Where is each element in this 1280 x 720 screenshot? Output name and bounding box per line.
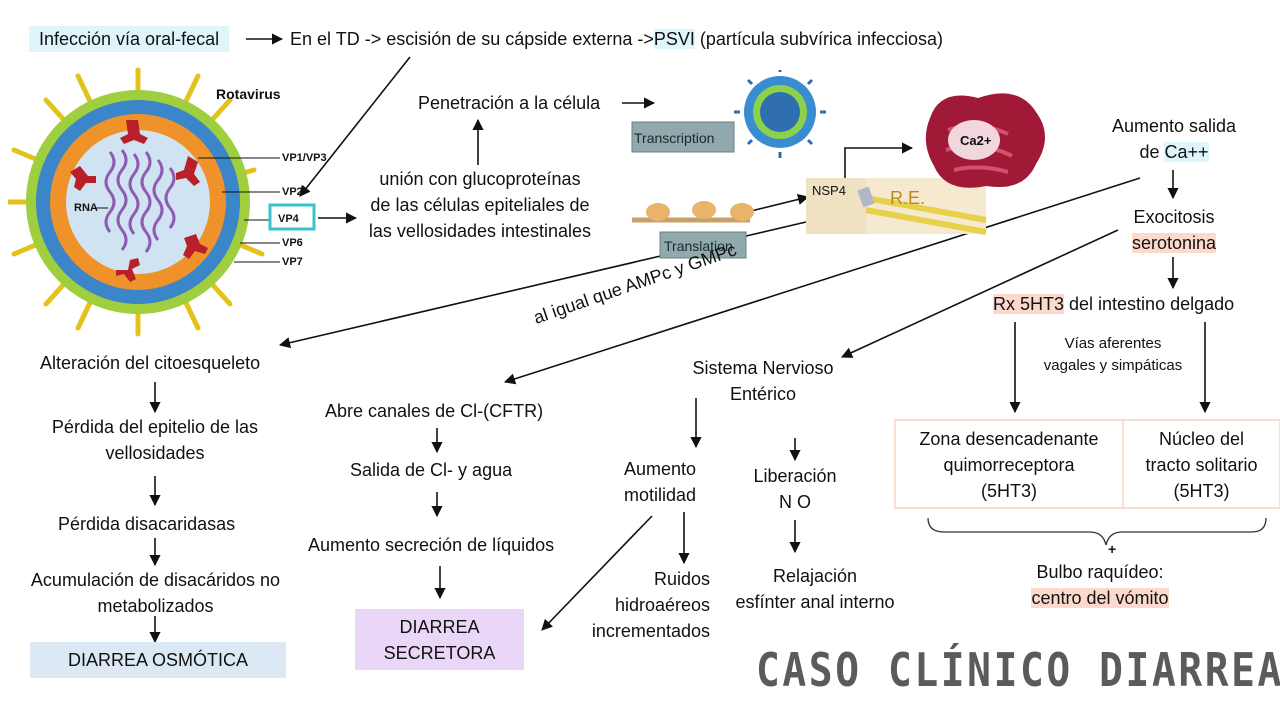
liberacion-line1: Liberación — [753, 466, 837, 486]
rx-rest: del intestino delgado — [1064, 294, 1235, 314]
arrow-ca-to-cl-channels — [503, 177, 1141, 385]
transcription-label: Transcription — [634, 130, 715, 146]
zona-line-2: quimorreceptora — [943, 455, 1075, 475]
arrow-nsp4-to-ca — [844, 142, 914, 178]
arrow-motilidad-to-diarrea — [541, 515, 653, 631]
vias-aferentes-label: Vías aferentes vagales y simpáticas — [1028, 333, 1198, 377]
psvi-desc: (partícula subvírica infecciosa) — [694, 29, 943, 49]
ribosome-chain — [632, 201, 754, 223]
rna-strands — [104, 149, 176, 253]
diarrea-secretora-box: DIARREA SECRETORA — [355, 609, 524, 670]
vp4-label: VP4 — [278, 213, 299, 225]
perdida-epitelio-label: Pérdida del epitelio de las vellosidades — [20, 414, 290, 466]
union-line-1: unión con glucoproteínas — [379, 169, 581, 189]
penetracion-label: Penetración a la célula — [418, 93, 601, 113]
nucleo-line-3: (5HT3) — [1173, 481, 1230, 501]
ruidos-line1: Ruidos — [653, 569, 710, 589]
diarrea-sec-line2: SECRETORA — [383, 642, 496, 663]
acumulacion-line1: Acumulación de disacáridos no — [30, 570, 281, 590]
ca-highlight: Ca++ — [1164, 142, 1209, 162]
vp1-clusters — [70, 120, 208, 282]
vias-line-1: Vías aferentes — [1064, 335, 1162, 352]
acumulacion-line2: metabolizados — [97, 596, 214, 616]
caso-clinico-title: CASO CLÍNICO DIARREA — [756, 643, 1280, 697]
relajacion-label: Relajación esfínter anal interno — [720, 563, 910, 615]
nucleo-tracto-box: Núcleo del tracto solitario (5HT3) — [1123, 424, 1280, 506]
salida-cl-label: Salida de Cl- y agua — [350, 460, 513, 480]
vp1-label: VP1/VP3 — [282, 152, 327, 164]
serotonina-highlight: serotonina — [1131, 233, 1217, 253]
arrow-translation-to-nsp4 — [746, 193, 810, 213]
perdida-epitelio-line2: vellosidades — [105, 443, 205, 463]
bulbo-text: Bulbo raquídeo: — [1036, 562, 1164, 582]
relajacion-line1: Relajación — [772, 566, 858, 586]
virion-icon — [734, 70, 826, 158]
relajacion-line2: esfínter anal interno — [735, 592, 895, 612]
rna-label: RNA — [74, 202, 98, 214]
er-membrane — [857, 186, 987, 235]
td-escision-text: En el TD -> escisión de su cápside exter… — [290, 26, 943, 52]
bulbo-label: Bulbo raquídeo: centro del vómito — [1010, 559, 1190, 611]
exocitosis-text: Exocitosis — [1133, 207, 1215, 227]
rotavirus-diagram — [8, 67, 316, 337]
abre-canales-label: Abre canales de Cl-(CFTR) — [325, 401, 544, 421]
nsp4-label: NSP4 — [812, 183, 846, 198]
brace — [927, 517, 1267, 546]
alteracion-label: Alteración del citoesqueleto — [40, 353, 261, 373]
rotavirus-title: Rotavirus — [216, 86, 281, 102]
ca-label: Ca2+ — [960, 133, 992, 148]
nucleo-line-2: tracto solitario — [1145, 455, 1258, 475]
nucleo-line-1: Núcleo del — [1158, 429, 1245, 449]
re-label: R.E. — [890, 188, 926, 208]
td-prefix: En el TD -> escisión de su cápside exter… — [290, 29, 654, 49]
zona-line-3: (5HT3) — [980, 481, 1037, 501]
plus-sign: + — [1108, 541, 1117, 557]
zona-line-1: Zona desencadenante — [919, 429, 1099, 449]
union-label: unión con glucoproteínas de las células … — [360, 166, 600, 244]
vp6-label: VP6 — [282, 237, 303, 249]
vp2-label: VP2 — [282, 186, 303, 198]
diarrea-osmotica-box: DIARREA OSMÓTICA — [30, 642, 286, 678]
perdida-epitelio-line1: Pérdida del epitelio de las — [51, 417, 259, 437]
aumento-secrecion-label: Aumento secreción de líquidos — [308, 535, 555, 555]
vias-line-2: vagales y simpáticas — [1043, 357, 1183, 374]
psvi-label: PSVI — [653, 29, 695, 49]
vp4-highlight-box — [268, 203, 316, 231]
motilidad-line2: motilidad — [623, 485, 697, 505]
translation-label: Translation — [664, 238, 733, 254]
vp7-label: VP7 — [282, 256, 303, 268]
zona-desencadenante-box: Zona desencadenante quimorreceptora (5HT… — [895, 424, 1123, 506]
ruidos-label: Ruidos hidroaéreos incrementados — [570, 566, 710, 644]
liberacion-label: Liberación N O — [738, 463, 852, 515]
exocitosis-label: Exocitosis serotonina — [1094, 204, 1254, 256]
oral-fecal-label: Infección vía oral-fecal — [29, 26, 230, 52]
sne-line2: Entérico — [729, 384, 797, 404]
ruidos-line3: incrementados — [591, 621, 710, 641]
arrow-td-to-vp4 — [299, 56, 411, 197]
aumento-salida-label: Aumento salida de Ca++ — [1084, 113, 1264, 165]
union-line-3: las vellosidades intestinales — [368, 221, 592, 241]
cell-process-illustration — [631, 70, 1045, 259]
sne-line1: Sistema Nervioso — [692, 358, 834, 378]
union-line-2: de las células epiteliales de — [370, 195, 590, 215]
motilidad-line1: Aumento — [623, 459, 697, 479]
diarrea-sec-line1: DIARREA — [399, 616, 480, 637]
ruidos-line2: hidroaéreos — [614, 595, 710, 615]
motilidad-label: Aumento motilidad — [600, 456, 720, 508]
rx-highlight: Rx 5HT3 — [993, 294, 1065, 314]
5ht3-box-border — [894, 419, 1280, 509]
aumento-salida-line2: de Ca++ — [1084, 139, 1264, 165]
calcium-reticulum-icon — [925, 93, 1045, 188]
rx-5ht3-label: Rx 5HT3 del intestino delgado — [993, 291, 1234, 317]
liberacion-line2: N O — [778, 492, 811, 512]
sne-label: Sistema Nervioso Entérico — [668, 355, 858, 407]
aumento-salida-line1: Aumento salida — [1111, 116, 1237, 136]
acumulacion-label: Acumulación de disacáridos no metaboliza… — [8, 567, 303, 619]
perdida-disacaridasas-label: Pérdida disacaridasas — [58, 514, 236, 534]
de-text: de — [1139, 142, 1165, 162]
vomito-highlight: centro del vómito — [1031, 588, 1169, 608]
arrow-exocitosis-to-sne — [840, 229, 1119, 358]
